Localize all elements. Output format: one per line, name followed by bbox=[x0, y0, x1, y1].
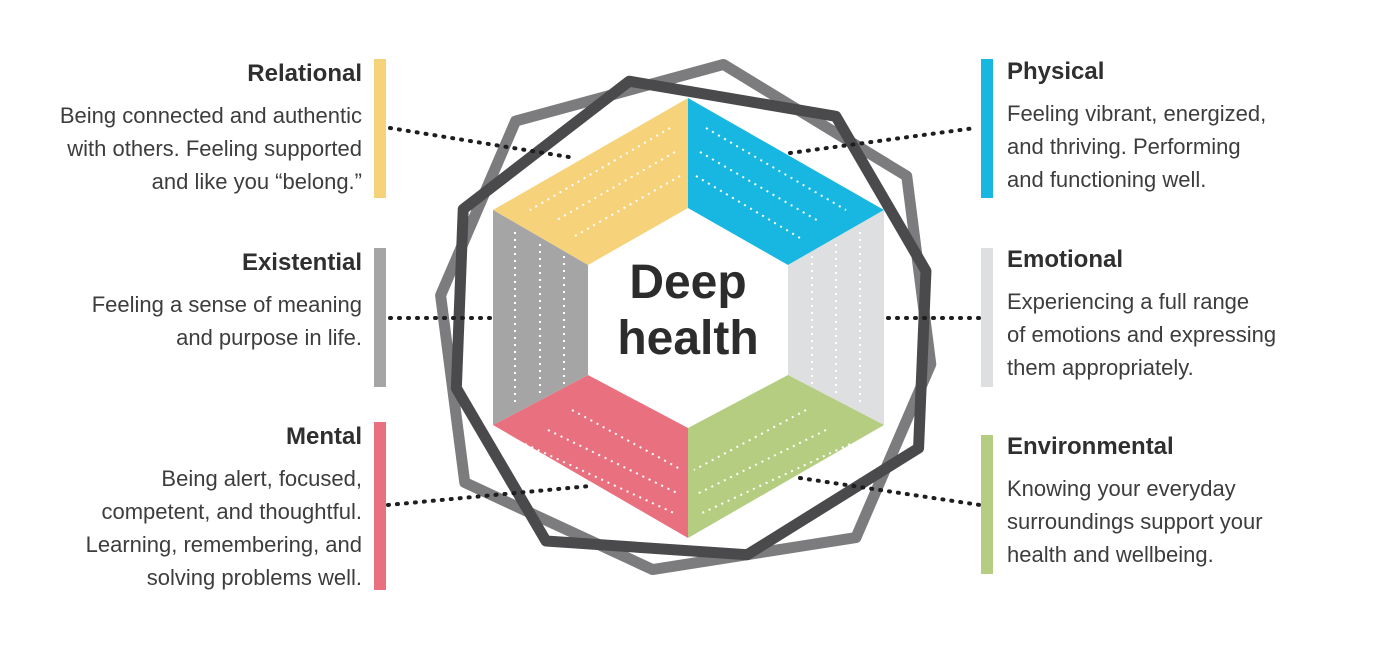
emotional-title: Emotional bbox=[1007, 246, 1124, 273]
existential-title: Existential bbox=[241, 249, 362, 276]
center-label: Deep health bbox=[588, 255, 788, 367]
environmental-bar bbox=[981, 435, 993, 574]
physical-block: Physical Feeling vibrant, energized, and… bbox=[1007, 57, 1266, 196]
emotional-description: Experiencing a full range of emotions an… bbox=[1007, 289, 1277, 380]
emotional-block: Emotional Experiencing a full range of e… bbox=[1007, 245, 1276, 384]
environmental-description: Knowing your everyday surroundings suppo… bbox=[1007, 476, 1263, 567]
emotional-bar bbox=[981, 248, 993, 387]
physical-connector bbox=[788, 126, 977, 155]
physical-bar bbox=[981, 59, 993, 198]
environmental-segment bbox=[688, 375, 884, 538]
mental-title: Mental bbox=[285, 423, 362, 450]
physical-segment bbox=[688, 98, 884, 265]
existential-description: Feeling a sense of meaning and purpose i… bbox=[91, 292, 362, 350]
connector-lines bbox=[386, 126, 982, 507]
environmental-title: Environmental bbox=[1007, 433, 1174, 460]
mental-description: Being alert, focused, competent, and tho… bbox=[85, 466, 362, 590]
outer-ring-light bbox=[435, 58, 937, 576]
environmental-connector bbox=[798, 476, 982, 507]
relational-description: Being connected and authentic with other… bbox=[59, 103, 362, 194]
segment-stripes bbox=[514, 127, 861, 515]
physical-title: Physical bbox=[1007, 58, 1105, 85]
relational-title: Relational bbox=[247, 60, 362, 87]
environmental-block: Environmental Knowing your everyday surr… bbox=[1007, 432, 1263, 571]
outer-ring-dark bbox=[450, 75, 932, 561]
mental-bar bbox=[374, 422, 386, 590]
center-label-line-2: health bbox=[617, 312, 759, 365]
existential-bar bbox=[374, 248, 386, 387]
relational-segment bbox=[493, 98, 688, 265]
center-label-line-1: Deep bbox=[629, 256, 747, 309]
relational-bar bbox=[374, 59, 386, 198]
existential-block: Existential Feeling a sense of meaning a… bbox=[92, 248, 362, 354]
mental-connector bbox=[386, 484, 592, 507]
physical-description: Feeling vibrant, energized, and thriving… bbox=[1007, 101, 1267, 192]
relational-block: Relational Being connected and authentic… bbox=[60, 59, 362, 198]
mental-block: Mental Being alert, focused, competent, … bbox=[86, 422, 362, 594]
